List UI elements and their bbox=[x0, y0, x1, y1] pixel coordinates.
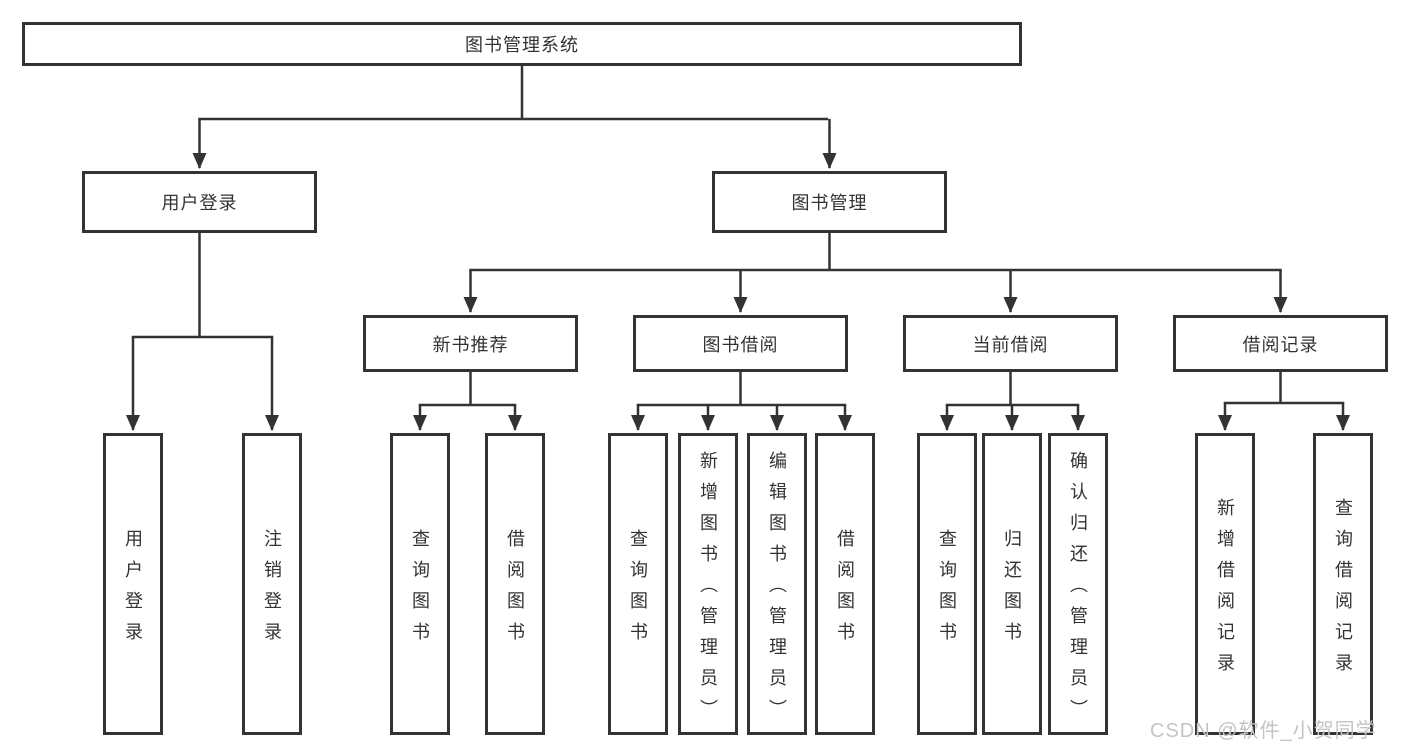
node-user-login: 用户登录 bbox=[82, 171, 317, 233]
leaf-logout-label: 注销登录 bbox=[262, 528, 282, 653]
leaf-user-login-label: 用户登录 bbox=[123, 528, 143, 653]
node-user-login-label: 用户登录 bbox=[161, 193, 238, 213]
leaf-newbooks-query-books-label: 查询图书 bbox=[410, 528, 430, 653]
leaf-records-add-record-label: 新增借阅记录 bbox=[1215, 497, 1235, 684]
leaf-borrow-add-books-admin-label: 新增图书（管理员） bbox=[698, 451, 718, 730]
leaf-logout: 注销登录 bbox=[242, 433, 302, 735]
node-book-borrow: 图书借阅 bbox=[633, 315, 848, 372]
leaf-borrow-edit-books-admin: 编辑图书（管理员） bbox=[747, 433, 807, 735]
leaf-borrow-add-books-admin: 新增图书（管理员） bbox=[678, 433, 738, 735]
node-book-borrow-label: 图书借阅 bbox=[702, 334, 779, 355]
leaf-current-confirm-return-admin: 确认归还（管理员） bbox=[1048, 433, 1108, 735]
node-new-book-recommend: 新书推荐 bbox=[363, 315, 578, 372]
node-book-management: 图书管理 bbox=[712, 171, 947, 233]
csdn-watermark: CSDN @软件_小贺同学 bbox=[1150, 720, 1377, 742]
leaf-current-confirm-return-admin-label: 确认归还（管理员） bbox=[1068, 451, 1088, 730]
leaf-current-return-books: 归还图书 bbox=[982, 433, 1042, 735]
leaf-borrow-query-books-label: 查询图书 bbox=[628, 528, 648, 653]
node-current-borrow-label: 当前借阅 bbox=[972, 334, 1049, 355]
node-borrow-records: 借阅记录 bbox=[1173, 315, 1388, 372]
leaf-borrow-query-books: 查询图书 bbox=[608, 433, 668, 735]
leaf-user-login: 用户登录 bbox=[103, 433, 163, 735]
leaf-records-query-record-label: 查询借阅记录 bbox=[1333, 497, 1353, 684]
node-new-book-recommend-label: 新书推荐 bbox=[432, 334, 509, 355]
leaf-borrow-edit-books-admin-label: 编辑图书（管理员） bbox=[767, 451, 787, 730]
node-borrow-records-label: 借阅记录 bbox=[1242, 334, 1319, 355]
leaf-newbooks-borrow-books-label: 借阅图书 bbox=[505, 528, 525, 653]
node-root-label: 图书管理系统 bbox=[465, 35, 579, 55]
leaf-records-query-record: 查询借阅记录 bbox=[1313, 433, 1373, 735]
leaf-current-query-books: 查询图书 bbox=[917, 433, 977, 735]
leaf-current-query-books-label: 查询图书 bbox=[937, 528, 957, 653]
node-current-borrow: 当前借阅 bbox=[903, 315, 1118, 372]
node-book-management-label: 图书管理 bbox=[791, 193, 868, 213]
leaf-current-return-books-label: 归还图书 bbox=[1002, 528, 1022, 653]
leaf-newbooks-borrow-books: 借阅图书 bbox=[485, 433, 545, 735]
leaf-records-add-record: 新增借阅记录 bbox=[1195, 433, 1255, 735]
leaf-borrow-borrow-books: 借阅图书 bbox=[815, 433, 875, 735]
leaf-newbooks-query-books: 查询图书 bbox=[390, 433, 450, 735]
leaf-borrow-borrow-books-label: 借阅图书 bbox=[835, 528, 855, 653]
node-root: 图书管理系统 bbox=[22, 22, 1022, 66]
